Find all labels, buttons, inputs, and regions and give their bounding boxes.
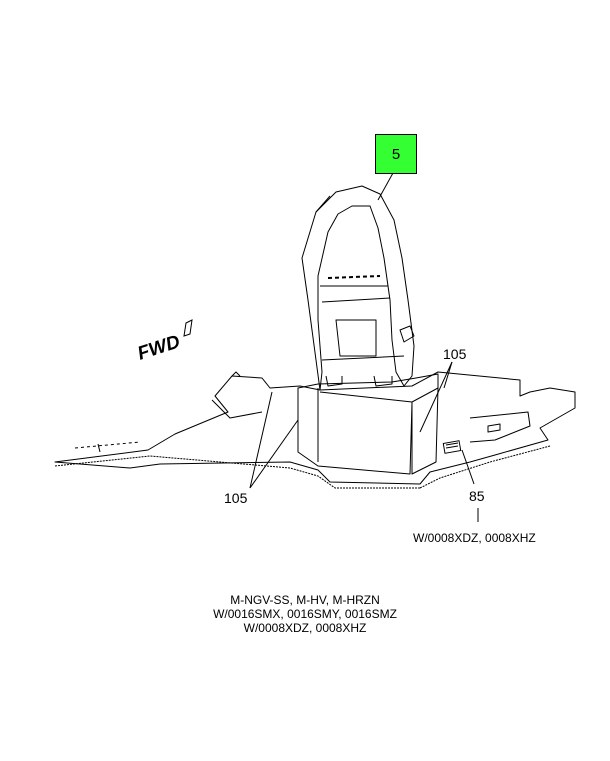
caption-line-1: M-NGV-SS, M-HV, M-HRZN [230, 593, 380, 607]
callout-105-right[interactable]: 105 [443, 346, 467, 362]
floor-pan [54, 371, 576, 485]
seat-back [301, 185, 415, 391]
leader-5 [377, 172, 394, 201]
leader-105-left-a [249, 391, 273, 489]
label-decal [442, 440, 462, 454]
callout-item-5[interactable]: 5 [375, 134, 417, 174]
callout-item-5-label: 5 [391, 145, 401, 163]
leader-105-right-a [419, 361, 453, 433]
caption-line-2: W/0016SMX, 0016SMY, 0016SMZ [213, 607, 397, 621]
fwd-label: FWD [135, 331, 183, 364]
seat-base [297, 373, 439, 475]
leader-105-right-b [443, 361, 453, 389]
leader-105-left-b [249, 419, 299, 489]
caption-line-3: W/0008XDZ, 0008XHZ [243, 621, 367, 635]
fwd-arrow-icon [183, 319, 193, 337]
note-85: W/0008XDZ, 0008XHZ [413, 531, 536, 545]
callout-85[interactable]: 85 [469, 488, 485, 504]
leader-85 [461, 449, 475, 485]
callout-105-left[interactable]: 105 [224, 490, 248, 506]
